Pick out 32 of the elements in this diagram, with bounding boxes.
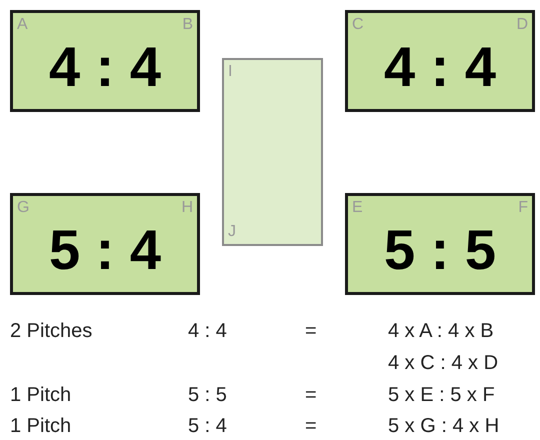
formula-text: 5 x G : 4 x H xyxy=(388,415,500,437)
equals-sign: = xyxy=(305,320,317,342)
corner-letter: E xyxy=(352,200,363,216)
corner-letter: H xyxy=(181,200,193,216)
corner-letter: J xyxy=(228,224,236,240)
corner-letter: B xyxy=(182,17,193,33)
ratio-text: 5 : 4 xyxy=(188,415,227,437)
ratio-text: 4 : 4 xyxy=(188,320,227,342)
score-panel xyxy=(10,193,200,295)
ratio-text: 5 : 5 xyxy=(188,384,227,406)
ratio-number: 5 : 4 xyxy=(48,222,162,278)
pitch-count-text: 2 Pitches xyxy=(10,320,92,342)
formula-text: 5 x E : 5 x F xyxy=(388,384,495,406)
formula-text: 4 x A : 4 x B xyxy=(388,320,494,342)
score-panel xyxy=(10,10,200,112)
formula-text: 4 x C : 4 x D xyxy=(388,352,498,374)
score-panel xyxy=(345,10,535,112)
corner-letter: A xyxy=(17,17,28,33)
ratio-number: 4 : 4 xyxy=(382,39,498,95)
ratio-number: 5 : 5 xyxy=(382,222,498,278)
corner-letter: F xyxy=(518,200,528,216)
equals-sign: = xyxy=(305,384,317,406)
pitch-count-text: 1 Pitch xyxy=(10,384,72,406)
ratio-number: 4 : 4 xyxy=(48,39,162,95)
equals-sign: = xyxy=(305,415,317,437)
center-panel xyxy=(222,58,323,246)
corner-letter: I xyxy=(228,64,232,80)
corner-letter: G xyxy=(17,200,30,216)
corner-letter: C xyxy=(352,17,364,33)
corner-letter: D xyxy=(516,17,528,33)
pitch-count-text: 1 Pitch xyxy=(10,415,72,437)
score-panel xyxy=(345,193,535,295)
